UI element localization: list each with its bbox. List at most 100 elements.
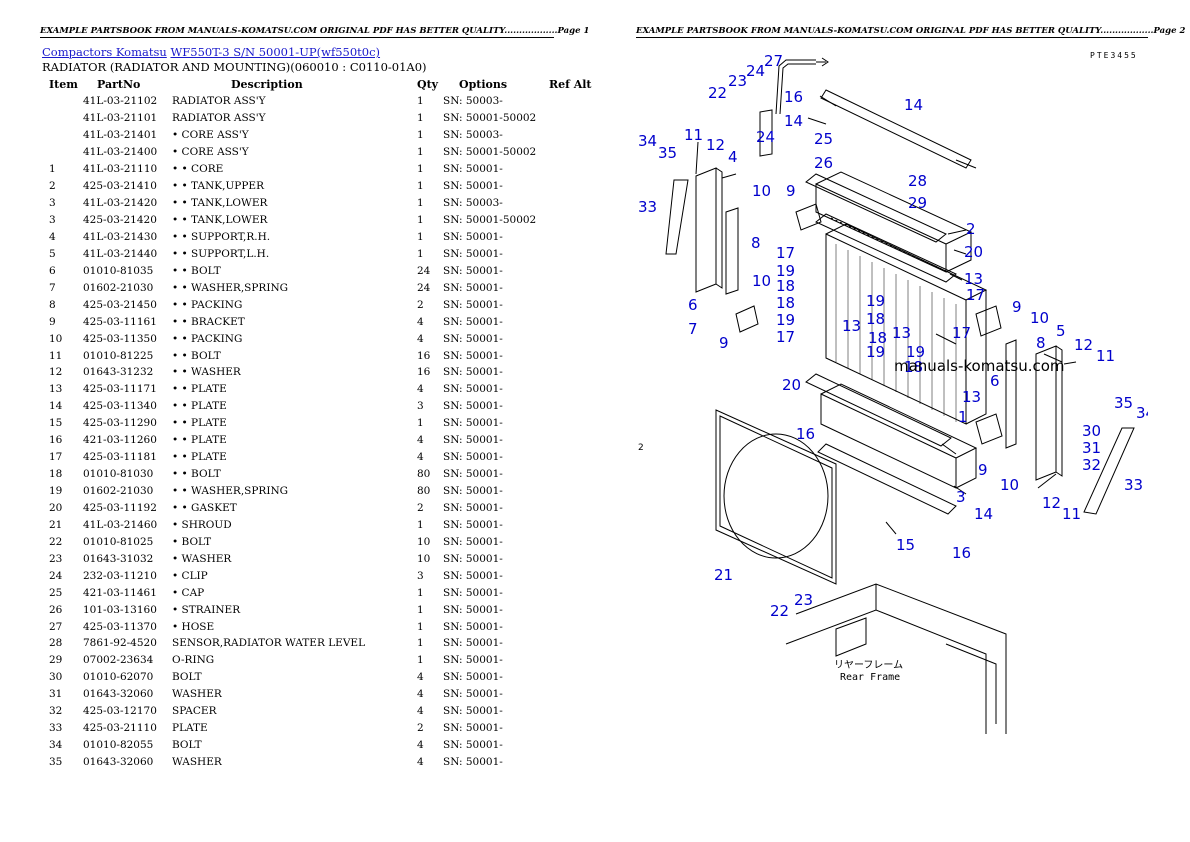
svg-text:11: 11 <box>1062 505 1081 523</box>
svg-text:13: 13 <box>962 388 981 406</box>
cell-options: SN: 50001- <box>443 756 503 769</box>
cell-qty: 1 <box>417 230 424 243</box>
cell-item: 22 <box>49 535 63 548</box>
cell-ref-alt <box>549 347 609 364</box>
cell-item: 32 <box>49 705 63 718</box>
svg-text:25: 25 <box>814 130 833 148</box>
cell-ref-alt <box>549 279 609 296</box>
cell-description: • • BRACKET <box>172 315 245 328</box>
cell-description: • CLIP <box>172 569 208 582</box>
cell-ref-alt <box>549 500 609 517</box>
svg-text:18: 18 <box>776 277 795 295</box>
cell-partno: 01643-31032 <box>83 552 154 565</box>
cell-item: 29 <box>49 654 63 667</box>
cell-qty: 16 <box>417 366 431 379</box>
cell-item: 9 <box>49 315 56 328</box>
breadcrumb-link-model[interactable]: WF550T-3 S/N 50001-UP(wf550t0c) <box>170 45 381 59</box>
svg-text:19: 19 <box>776 311 795 329</box>
breadcrumb-link-catalog[interactable]: Compactors Komatsu <box>42 45 167 59</box>
cell-ref-alt <box>549 601 609 618</box>
cell-item <box>42 144 83 161</box>
cell-ref-alt <box>549 93 609 110</box>
cell-item: 18 <box>49 468 63 481</box>
svg-text:13: 13 <box>964 270 983 288</box>
cell-description: • • TANK,LOWER <box>172 214 268 227</box>
cell-description: • • BOLT <box>172 264 221 277</box>
cell-options: SN: 50001- <box>443 163 503 176</box>
cell-ref-alt <box>549 703 609 720</box>
cell-item: 28 <box>49 637 63 650</box>
cell-ref-alt <box>549 212 609 229</box>
cell-partno: 01010-81030 <box>83 468 154 481</box>
cell-qty: 1 <box>417 146 424 159</box>
svg-text:16: 16 <box>796 425 815 443</box>
cell-item: 33 <box>49 722 63 735</box>
cell-description: • • PACKING <box>172 332 243 345</box>
cell-description: • • PLATE <box>172 417 227 430</box>
cell-description: • • PLATE <box>172 400 227 413</box>
cell-options: SN: 50001- <box>443 654 503 667</box>
cell-partno: 01010-81225 <box>83 349 154 362</box>
cell-qty: 1 <box>417 95 424 108</box>
page2-header: EXAMPLE PARTSBOOK FROM MANUALS-KOMATSU.C… <box>636 26 1186 38</box>
cell-description: • CAP <box>172 586 205 599</box>
svg-text:14: 14 <box>784 112 803 130</box>
cell-ref-alt <box>549 550 609 567</box>
cell-item: 26 <box>49 603 63 616</box>
cell-ref-alt <box>549 127 609 144</box>
cell-item: 8 <box>49 298 56 311</box>
cell-qty: 10 <box>417 552 431 565</box>
cell-qty: 2 <box>417 298 424 311</box>
cell-qty: 10 <box>417 535 431 548</box>
cell-item: 4 <box>49 230 56 243</box>
cell-ref-alt <box>549 516 609 533</box>
cell-item <box>42 127 83 144</box>
page-mark: 2 <box>638 443 644 453</box>
svg-text:31: 31 <box>1082 439 1101 457</box>
svg-text:9: 9 <box>786 182 796 200</box>
cell-qty: 80 <box>417 485 431 498</box>
cell-qty: 1 <box>417 129 424 142</box>
cell-options: SN: 50001- <box>443 434 503 447</box>
cell-partno: 101-03-13160 <box>83 603 157 616</box>
cell-item: 14 <box>49 400 63 413</box>
cell-partno: 01010-81035 <box>83 264 154 277</box>
cell-description: • • WASHER,SPRING <box>172 485 289 498</box>
cell-partno: 425-03-11370 <box>83 620 157 633</box>
column-header-item: Item <box>49 78 78 91</box>
cell-qty: 4 <box>417 332 424 345</box>
cell-description: • • PLATE <box>172 383 227 396</box>
cell-ref-alt <box>549 652 609 669</box>
cell-ref-alt <box>549 229 609 246</box>
cell-description: • • TANK,UPPER <box>172 180 264 193</box>
cell-description: • CORE ASS'Y <box>172 146 249 159</box>
section-title: RADIATOR (RADIATOR AND MOUNTING)(060010 … <box>42 60 427 74</box>
cell-description: BOLT <box>172 671 202 684</box>
svg-text:33: 33 <box>1124 476 1143 494</box>
svg-text:19: 19 <box>906 343 925 361</box>
cell-options: SN: 50001- <box>443 739 503 752</box>
cell-qty: 24 <box>417 264 431 277</box>
svg-text:17: 17 <box>952 324 971 342</box>
cell-description: • • PLATE <box>172 451 227 464</box>
cell-partno: 41L-03-21400 <box>83 146 158 159</box>
cell-item: 23 <box>49 552 63 565</box>
cell-partno: 07002-23634 <box>83 654 154 667</box>
svg-text:12: 12 <box>706 136 725 154</box>
cell-description: RADIATOR ASS'Y <box>172 112 266 125</box>
